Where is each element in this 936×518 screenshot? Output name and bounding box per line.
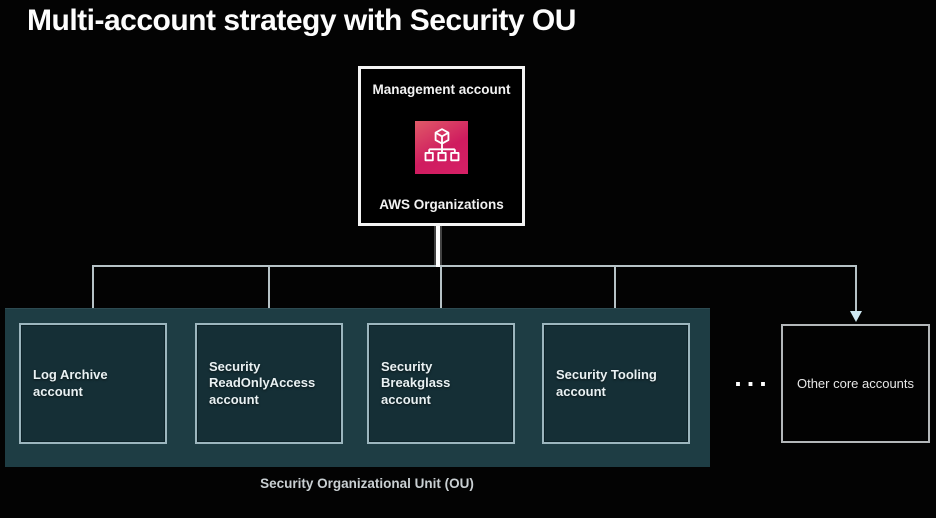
account-label: Security Tooling account — [556, 366, 657, 399]
account-box-log-archive: Log Archive account — [19, 323, 167, 444]
other-core-accounts-label: Other core accounts — [796, 376, 915, 391]
account-box-security-readonlyaccess: Security ReadOnlyAccess account — [195, 323, 343, 444]
management-account-box: Management account AWS Organizations — [358, 66, 525, 226]
arrowhead — [850, 311, 862, 322]
account-label: Log Archive account — [33, 366, 108, 399]
account-label: Security Breakglass account — [381, 358, 451, 407]
page-title: Multi-account strategy with Security OU — [27, 4, 576, 37]
security-ou-container: Log Archive account Security ReadOnlyAcc… — [5, 308, 710, 467]
aws-organizations-icon — [415, 120, 468, 174]
aws-organizations-glyph — [424, 128, 459, 162]
account-box-security-tooling: Security Tooling account — [542, 323, 690, 444]
other-core-accounts-box: Other core accounts — [781, 324, 930, 443]
security-ou-caption: Security Organizational Unit (OU) — [260, 476, 474, 491]
account-box-security-breakglass: Security Breakglass account — [367, 323, 515, 444]
branch-rail — [92, 265, 857, 312]
account-label: Security ReadOnlyAccess account — [209, 358, 316, 407]
ellipsis-more-accounts: ... — [734, 362, 772, 392]
management-account-label: Management account — [372, 82, 511, 97]
aws-organizations-label: AWS Organizations — [379, 197, 504, 212]
